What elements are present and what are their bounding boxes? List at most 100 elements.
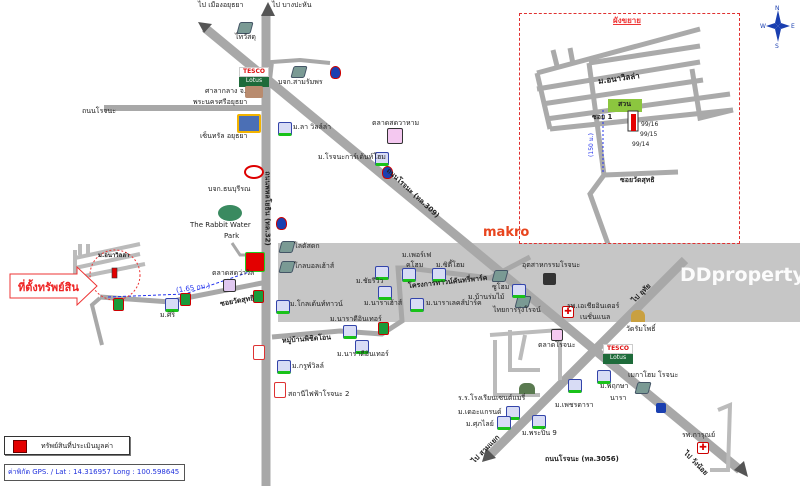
map-label: ร.ร.โรงเรียนเซนต์แมรี่ (458, 394, 526, 402)
legend-swatch (13, 440, 27, 453)
map-label: ม.นาราดีอินเทอร์ (337, 350, 389, 358)
housing-icon (278, 122, 292, 136)
inset-road-label: ซอยวัดสุทธิ (620, 176, 655, 184)
housing-icon (375, 266, 389, 280)
map-label: คโฮม (406, 261, 424, 269)
map-label: บจก.สามรัมพร (278, 78, 323, 86)
compass-icon: N S W E (760, 5, 795, 48)
map-label: ไทวัสดุ (235, 33, 256, 41)
map-label: ม.กรูพ์วิลล์ (292, 362, 324, 370)
road-rojana-309 (202, 24, 743, 474)
map-label: ม.บ้านร่มไม้ (468, 293, 505, 301)
plot-label: 99/14 (632, 141, 650, 148)
plot-label: 99/15 (640, 131, 658, 138)
market-icon (223, 279, 236, 292)
map-label: ม.นาราเฮ้าส์ (364, 299, 403, 307)
map-label: วัดรัมโพธิ์ (626, 325, 656, 333)
map-label: นารา (610, 394, 627, 402)
factory-icon (543, 273, 556, 285)
legend: ทรัพย์สินที่ประเมินมูลค่า (4, 436, 130, 455)
compass-n: N (775, 5, 780, 12)
map-label: ม.ศิริ (160, 311, 176, 319)
housing-icon (277, 360, 291, 374)
map-label: ม.ชัยรีวิว (356, 277, 384, 285)
map-label: ซูโฮม (492, 283, 510, 291)
compass-e: E (791, 23, 795, 30)
map-label: ม.ซิตี้โฮม (436, 261, 465, 269)
housing-icon (165, 298, 179, 312)
housing-icon (378, 286, 392, 300)
hospital-icon: ✚ (697, 442, 709, 454)
toyota-logo (244, 165, 264, 179)
inset-soi-label: ซอย 1 (592, 113, 613, 121)
callout-text: ที่ตั้งทรัพย์สิน (18, 279, 79, 294)
gps-coordinates: ค่าพิกัด GPS. / Lat : 14.316957 Long : 1… (4, 464, 185, 481)
legend-label: ทรัพย์สินที่ประเมินมูลค่า (41, 442, 114, 450)
gas-station-icon (330, 66, 341, 79)
lotus-text: Lotus (603, 354, 633, 364)
inset-park-label: สวน (618, 100, 631, 108)
market-icon (387, 128, 403, 144)
map-label: Park (224, 232, 240, 240)
map-label: ม.นาราดีอินเทอร์ (330, 315, 382, 323)
road-label: ถนนโรจนะ (ทล.3056) (545, 455, 619, 463)
housing-icon (568, 379, 582, 393)
lotus-text: Lotus (239, 77, 269, 87)
map-label: สถานีไฟฟ้าโรจนะ 2 (288, 390, 350, 398)
housing-icon (410, 298, 424, 312)
map-label: ม.ศุภไลย์ (466, 420, 494, 428)
map-label: ตลาดสดวาหาม (372, 119, 420, 127)
plot-label: 99/16 (641, 121, 659, 128)
map-label: ม.อนาวิลล่า (98, 252, 130, 259)
housing-icon (402, 268, 416, 282)
gas-station-icon (382, 166, 393, 179)
map-label: ม.โรจนะการ์เด้นท์โฮม (318, 153, 386, 161)
compass-w: W (760, 23, 766, 30)
market-icon (551, 329, 563, 341)
makro-logo: makro (483, 225, 530, 240)
map-label: ตลาดสดว่าวิล (212, 269, 255, 277)
housing-icon (276, 300, 290, 314)
property-marker (111, 267, 118, 279)
gas-station-icon (656, 403, 666, 413)
inset-map: ผังขยาย ม.อนาวิลล่า สวน ซอย 1 99/16 99/1… (519, 13, 740, 244)
inset-distance-label: (150 ม.) (587, 133, 595, 157)
gas-station-icon (276, 217, 287, 230)
map-label: ม.เพชรดารา (555, 401, 594, 409)
road-arrowheads (198, 2, 748, 477)
map-label: ม.พฤกษา (600, 382, 629, 390)
map-label: ม.พระปิ่น 9 (522, 429, 557, 437)
map-label: อุตสาหกรรมโรจนะ (522, 261, 581, 269)
housing-icon (343, 325, 357, 339)
central-mall-icon (237, 114, 261, 133)
inset-roads (534, 26, 734, 243)
map-label: ม.โกลเด้นท์ทาวน์ (290, 300, 343, 308)
map-label: โกลบอลเฮ้าส์ (294, 262, 335, 270)
property-location-callout: ที่ตั้งทรัพย์สิน (9, 266, 98, 306)
seven-eleven-icon (180, 293, 191, 306)
map-label: ตลาดโรจนะ (538, 341, 576, 349)
map-label: บจก.ธนบุรีรณ (208, 185, 251, 193)
map-label: ไป บางปะหัน (272, 1, 312, 9)
substation-icon (253, 345, 265, 360)
seven-eleven-icon (378, 322, 389, 335)
seven-eleven-icon (253, 290, 264, 303)
housing-icon (375, 152, 389, 166)
compass-s: S (775, 43, 779, 48)
map-label: The Rabbit Water (190, 221, 251, 229)
housing-icon (512, 284, 526, 298)
housing-icon (355, 340, 369, 354)
roads (89, 14, 743, 486)
power-station-icon (274, 382, 286, 398)
city-hall-icon (245, 86, 263, 98)
inset-title: ผังขยาย (613, 16, 641, 25)
map-label: ม.ลา วิลล์ล่า (293, 123, 332, 131)
seven-eleven-icon (113, 298, 124, 311)
housing-icon (497, 416, 511, 430)
housing-icon (597, 370, 611, 384)
hospital-icon: ✚ (562, 306, 574, 318)
tesco-text: TESCO (239, 67, 269, 77)
map-label: ม.เพอร์เฟ (402, 251, 432, 259)
